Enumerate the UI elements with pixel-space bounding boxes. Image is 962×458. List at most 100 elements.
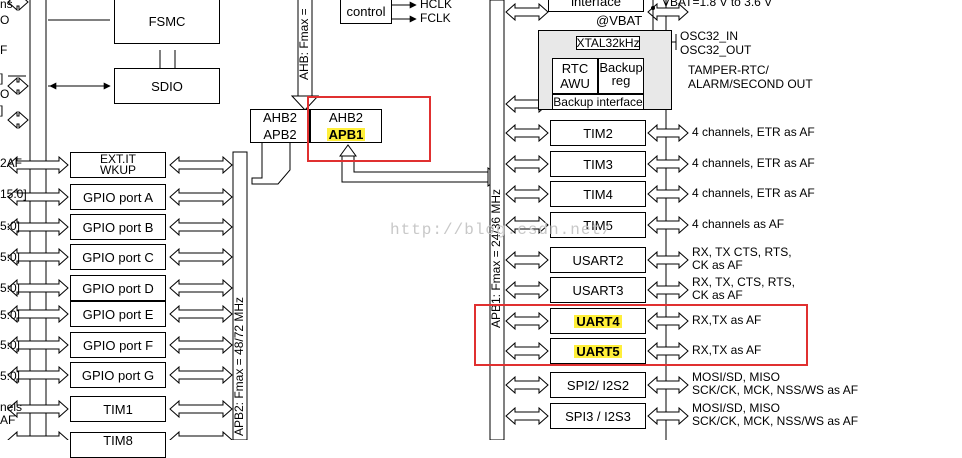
apb1-bridge-highlight bbox=[307, 96, 431, 162]
peripheral-block: SPI2/ I2S2 bbox=[550, 372, 646, 398]
bus-arrow bbox=[505, 311, 549, 331]
bus-arrow bbox=[169, 335, 233, 355]
peripheral-af-label: CK as AF bbox=[692, 288, 743, 302]
peripheral-label: TIM5 bbox=[583, 217, 613, 233]
gpio-port-block: GPIO port E bbox=[70, 301, 166, 327]
xtal-block: XTAL32kHz bbox=[576, 36, 640, 50]
left-fragment: F bbox=[0, 43, 8, 57]
peripheral-block: TIM5 bbox=[550, 212, 646, 238]
bus-arrow bbox=[505, 154, 549, 174]
left-fragment: AF bbox=[0, 413, 16, 427]
bus-arrow bbox=[505, 250, 549, 270]
peripheral-label: UART4 bbox=[574, 313, 622, 329]
bus-arrow bbox=[647, 184, 689, 204]
fclk-label: FCLK bbox=[420, 11, 451, 25]
ahb-fmax-label: AHB: Fmax = bbox=[297, 8, 311, 80]
peripheral-af-label: 4 channels, ETR as AF bbox=[692, 156, 815, 170]
left-fragment: ] bbox=[0, 71, 4, 85]
fsmc-label: FSMC bbox=[148, 13, 186, 29]
peripheral-af-label: SCK/CK, MCK, NSS/WS as AF bbox=[692, 414, 859, 428]
peripheral-af-label: 4 channels, ETR as AF bbox=[692, 186, 815, 200]
tim1-label: TIM1 bbox=[103, 401, 133, 417]
bus-arrow bbox=[169, 247, 233, 267]
bus-arrow bbox=[505, 215, 549, 235]
extit-label: EXT.IT bbox=[99, 152, 136, 166]
bus-arrow bbox=[169, 155, 233, 175]
peripheral-af-label: RX,TX as AF bbox=[692, 313, 762, 327]
bus-arrow bbox=[169, 399, 233, 419]
apb2-fmax-label: APB2: Fmax = 48/72 MHz bbox=[232, 296, 246, 436]
bus-arrow bbox=[647, 280, 689, 300]
bus-arrow bbox=[647, 406, 689, 426]
bus-arrow bbox=[647, 2, 689, 22]
bus-arrow bbox=[7, 217, 69, 237]
gpio-port-label: GPIO port G bbox=[81, 367, 155, 383]
alarm-label: ALARM/SECOND OUT bbox=[688, 77, 813, 91]
osc32-in-label: OSC32_IN bbox=[680, 29, 739, 43]
bus-arrow bbox=[7, 0, 29, 12]
peripheral-block: USART2 bbox=[550, 247, 646, 273]
bridge-ahb2-label: AHB2 bbox=[329, 110, 363, 125]
gpio-port-label: GPIO port B bbox=[82, 219, 154, 235]
peripheral-label: SPI3 / I2S3 bbox=[565, 408, 631, 424]
peripheral-af-label: CK as AF bbox=[692, 258, 743, 272]
bus-arrow bbox=[169, 187, 233, 207]
gpio-port-label: GPIO port D bbox=[82, 280, 154, 296]
left-fragment: O bbox=[0, 87, 10, 101]
ahb2-apb1-bridge: AHB2 APB1 bbox=[310, 109, 382, 143]
peripheral-block: UART4 bbox=[550, 308, 646, 334]
peripheral-af-label: SCK/CK, MCK, NSS/WS as AF bbox=[692, 383, 859, 397]
xtal-label: XTAL32kHz bbox=[576, 35, 640, 50]
bus-arrow bbox=[505, 375, 549, 395]
control-label: control bbox=[346, 3, 386, 19]
bus-arrow bbox=[647, 311, 689, 331]
peripheral-af-label: MOSI/SD, MISO bbox=[692, 370, 781, 384]
uart-highlight bbox=[474, 304, 808, 366]
backup-reg-block: Backup reg bbox=[598, 58, 644, 94]
left-fragment: 5:0] bbox=[0, 281, 21, 295]
peripheral-label: SPI2/ I2S2 bbox=[566, 377, 630, 393]
awu-label: AWU bbox=[560, 76, 590, 91]
bus-arrow bbox=[647, 341, 689, 361]
bus-arrow bbox=[647, 123, 689, 143]
peripheral-block: UART5 bbox=[550, 338, 646, 364]
peripheral-af-label: RX,TX as AF bbox=[692, 343, 762, 357]
bus-arrow bbox=[505, 2, 549, 22]
bus-arrow bbox=[647, 154, 689, 174]
peripheral-af-label: 4 channels, ETR as AF bbox=[692, 125, 815, 139]
gpio-port-block: GPIO port B bbox=[70, 214, 166, 240]
bus-arrow bbox=[647, 215, 689, 235]
left-fragment: 2AF bbox=[0, 156, 23, 170]
left-fragment: 5:0] bbox=[0, 338, 21, 352]
left-fragment: 5:0] bbox=[0, 219, 21, 233]
backup-reg-label: Backup bbox=[599, 60, 643, 75]
bus-arrow bbox=[169, 278, 233, 298]
watermark: http://blog.csdn.net/ bbox=[390, 221, 613, 239]
vbat-label: @VBAT bbox=[596, 13, 643, 28]
peripheral-af-label: 4 channels as AF bbox=[692, 217, 785, 231]
gpio-port-block: GPIO port A bbox=[70, 184, 166, 210]
peripheral-block: USART3 bbox=[550, 277, 646, 303]
bus-arrow bbox=[7, 187, 69, 207]
peripheral-label: UART5 bbox=[574, 343, 622, 359]
control-block: control bbox=[340, 0, 392, 24]
fsmc-block: FSMC bbox=[114, 0, 220, 44]
interface-block: interface bbox=[548, 0, 644, 12]
bus-arrow bbox=[7, 76, 29, 96]
vbat-range-label: VBAT=1.8 V to 3.6 V bbox=[662, 0, 773, 9]
bus-wiring bbox=[7, 0, 689, 440]
bridge-apb1-label: APB1 bbox=[326, 127, 366, 142]
rtc-block: RTC AWU bbox=[552, 58, 598, 94]
tim8-block: TIM8 bbox=[70, 432, 166, 458]
tim8-label: TIM8 bbox=[103, 433, 133, 448]
extit-block: EXT.IT WKUP bbox=[70, 152, 166, 178]
gpio-port-label: GPIO port A bbox=[82, 189, 154, 205]
bus-arrow bbox=[169, 430, 233, 440]
peripheral-block: TIM3 bbox=[550, 151, 646, 177]
left-fragment: ns bbox=[0, 0, 13, 11]
backup-interface-block: Backup interface bbox=[552, 94, 644, 110]
bus-arrow bbox=[7, 304, 69, 324]
peripheral-block: TIM2 bbox=[550, 120, 646, 146]
hclk-label: HCLK bbox=[420, 0, 453, 11]
bus-arrow bbox=[505, 341, 549, 361]
